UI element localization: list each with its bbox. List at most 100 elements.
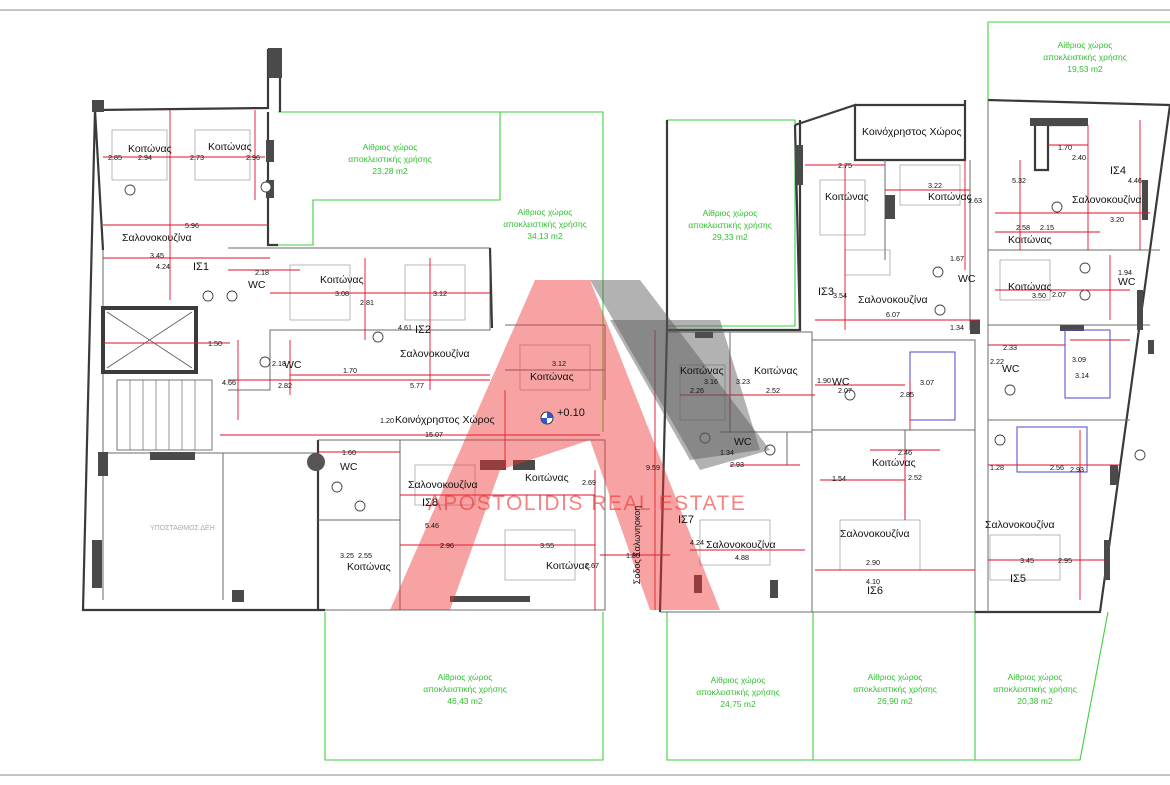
dimension-label: 2.46 [898,448,912,457]
dimension-label: 3.55 [540,541,554,550]
dimension-label: 2.18 [255,268,269,277]
unit-label: ΙΣ7 [678,514,694,526]
open-space-title: Αίθριος χώρος [438,672,493,682]
furniture [111,129,1146,581]
dimension-label: 5.96 [185,221,199,230]
dimension-label: 5.32 [1012,176,1026,185]
dimension-label: 2.15 [1040,223,1054,232]
dimension-label: 2.40 [1072,153,1086,162]
room-label-wc: WC [284,359,302,371]
unit-label: ΙΣ2 [415,324,431,336]
open-space-subtitle: αποκλειστικής χρήσης [503,219,587,229]
dimension-label: 2.96 [440,541,454,550]
unit-label: ΙΣ5 [1010,573,1026,585]
dimension-label: 1.70 [1058,143,1072,152]
dimension-label: 2.95 [1058,556,1072,565]
open-space-title: Αίθριος χώρος [1058,40,1113,50]
dimension-label: 2.94 [138,153,152,162]
open-space-subtitle: αποκλειστικής χρήσης [423,684,507,694]
room-label-bedroom: Κοιτώνας [546,560,590,572]
open-space-title: Αίθριος χώρος [363,142,418,152]
open-space-subtitle: αποκλειστικής χρήσης [1043,52,1127,62]
dimension-label: 2.18 [272,359,286,368]
dimension-label: 2.52 [908,473,922,482]
room-label-passage: Σοδος Σαλωνηοκοη [632,506,642,585]
dimension-label: 3.45 [150,251,164,260]
dimension-label: 3.14 [1075,371,1089,380]
room-label-bedroom: Κοιτώνας [680,365,724,377]
dimension-label: 3.54 [833,291,847,300]
room-label-living-kitchen: Σαλονοκουζίνα [985,519,1055,531]
unit-label: ΙΣ4 [1110,165,1126,177]
open-space-subtitle: αποκλειστικής χρήσης [348,154,432,164]
room-label-living-kitchen: Σαλονοκουζίνα [400,348,470,360]
dimension-label: 4.24 [690,538,704,547]
unit-label: ΙΣ3 [818,286,834,298]
dimension-label: 4.61 [398,323,412,332]
open-space-subtitle: αποκλειστικής χρήσης [696,687,780,697]
dimension-label: 1.80 [626,551,640,560]
dimension-label: 4.10 [866,577,880,586]
dimension-label: 3.07 [920,378,934,387]
room-label-wc: WC [734,436,752,448]
dimension-label: 2.93 [730,460,744,469]
dimension-label: 2.58 [1016,223,1030,232]
room-label-bedroom: Κοιτώνας [928,191,972,203]
dimension-label: 2.69 [582,478,596,487]
dimension-label: 1.67 [950,254,964,263]
dimension-label: 3.09 [1072,355,1086,364]
open-space-area: 19,53 m2 [1067,64,1103,74]
room-label-bedroom: Κοιτώνας [525,472,569,484]
dimension-label: 1.50 [208,339,222,348]
dimension-label: 3.16 [704,377,718,386]
dimension-label: 2.96 [246,153,260,162]
room-label-bedroom: Κοιτώνας [347,561,391,573]
dimension-label: 6.07 [886,310,900,319]
dimension-label: 1.54 [832,474,846,483]
open-space-title: Αίθριος χώρος [1008,672,1063,682]
room-label-bedroom: Κοιτώνας [128,143,172,155]
dimension-label: 2.67 [585,561,599,570]
dimension-label: 1.60 [342,448,356,457]
room-labels: Κοιτώνας Κοιτώνας Σαλονοκουζίνα WC Κοιτώ… [122,126,1142,584]
room-label-bedroom: Κοιτώνας [872,457,916,469]
open-space-subtitle: αποκλειστικής χρήσης [688,220,772,230]
dimension-label: 9.59 [646,463,660,472]
room-label-common-area: Κοινόχρηστος Χώρος [862,126,962,138]
dimension-label: 5.77 [410,381,424,390]
dimension-label: 2.75 [838,161,852,170]
dimension-label: 2.07 [1052,290,1066,299]
dimension-label: 3.50 [1032,291,1046,300]
dimension-label: 3.22 [928,181,942,190]
open-space-subtitle: αποκλειστικής χρήσης [993,684,1077,694]
open-space-area: 20,38 m2 [1017,696,1053,706]
dimension-label: 3.12 [433,289,447,298]
room-label-wc: WC [958,273,976,285]
room-label-living-kitchen: Σαλονοκουζίνα [858,294,928,306]
elevation-label: +0.10 [557,407,585,419]
open-space-area: 29,33 m2 [712,232,748,242]
open-space-title: Αίθριος χώρος [518,207,573,217]
unit-label: ΙΣ8 [422,497,438,509]
dimension-label: 3.08 [335,289,349,298]
dimension-label: 4.66 [222,378,236,387]
dimension-label: 1.90 [817,376,831,385]
dimension-label: 5.46 [425,521,439,530]
dimension-label: 4.88 [735,553,749,562]
open-space-boundaries [278,21,1170,761]
dimension-label: 4.46 [1128,176,1142,185]
room-label-wc: WC [832,376,850,388]
open-space-title: Αίθριος χώρος [868,672,923,682]
dimension-label: 2.63 [968,196,982,205]
unit-labels: ΙΣ1 ΙΣ2 ΙΣ3 ΙΣ4 ΙΣ5 ΙΣ6 ΙΣ7 ΙΣ8 [193,165,1126,597]
dimension-label: 3.45 [1020,556,1034,565]
open-space-title: Αίθριος χώρος [711,675,766,685]
room-label-bedroom: Κοιτώνας [1008,281,1052,293]
dimension-label: 4.24 [156,262,170,271]
dimension-label: 2.22 [990,357,1004,366]
open-space-labels: Αίθριος χώρος αποκλειστικής χρήσης 23,28… [348,40,1127,709]
dimension-label: 15.07 [425,430,443,439]
room-label-bedroom: Κοιτώνας [754,365,798,377]
dimension-label: 3.25 [340,551,354,560]
